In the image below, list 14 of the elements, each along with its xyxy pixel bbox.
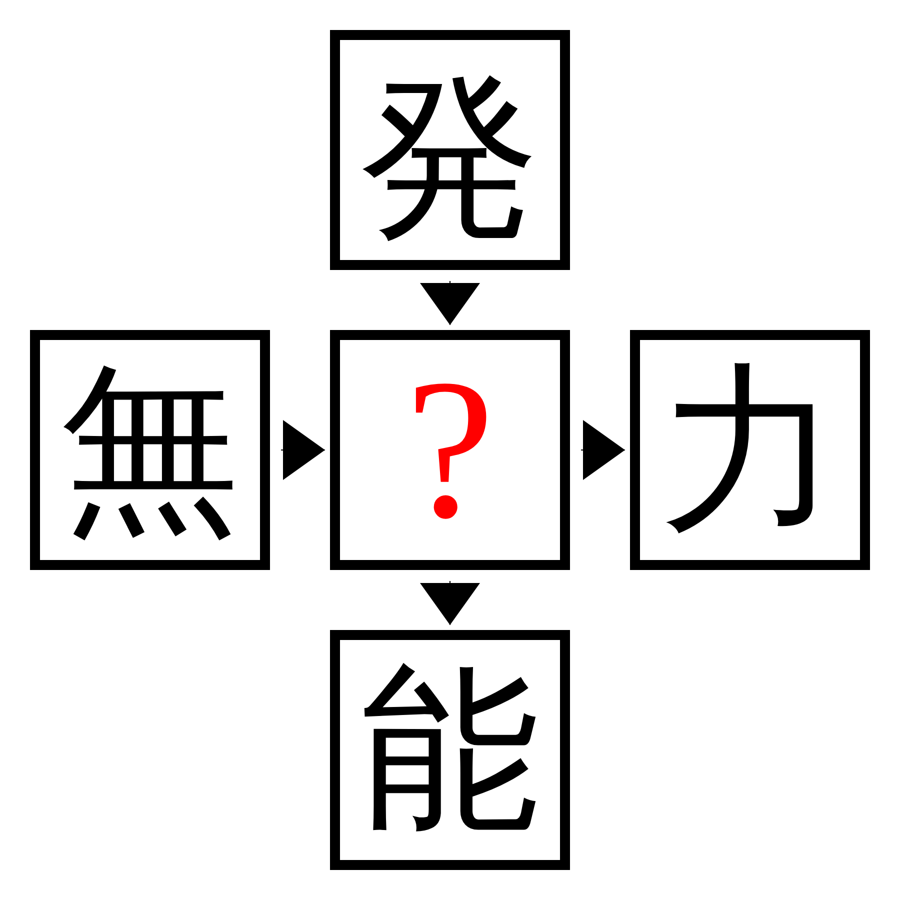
character-box bbox=[330, 30, 570, 270]
character-box bbox=[630, 330, 870, 570]
kanji-character: 能 bbox=[360, 660, 540, 840]
character-box bbox=[30, 330, 270, 570]
kanji-character: 無 bbox=[60, 360, 240, 540]
arrow bbox=[580, 420, 626, 480]
question-mark: ? bbox=[406, 350, 494, 550]
kanji-character: 発 bbox=[360, 68, 540, 248]
arrow bbox=[420, 280, 480, 326]
character-box bbox=[330, 630, 570, 870]
answer-box bbox=[330, 330, 570, 570]
arrow bbox=[280, 420, 326, 480]
arrow bbox=[420, 580, 480, 626]
kanji-character: 力 bbox=[660, 360, 840, 540]
